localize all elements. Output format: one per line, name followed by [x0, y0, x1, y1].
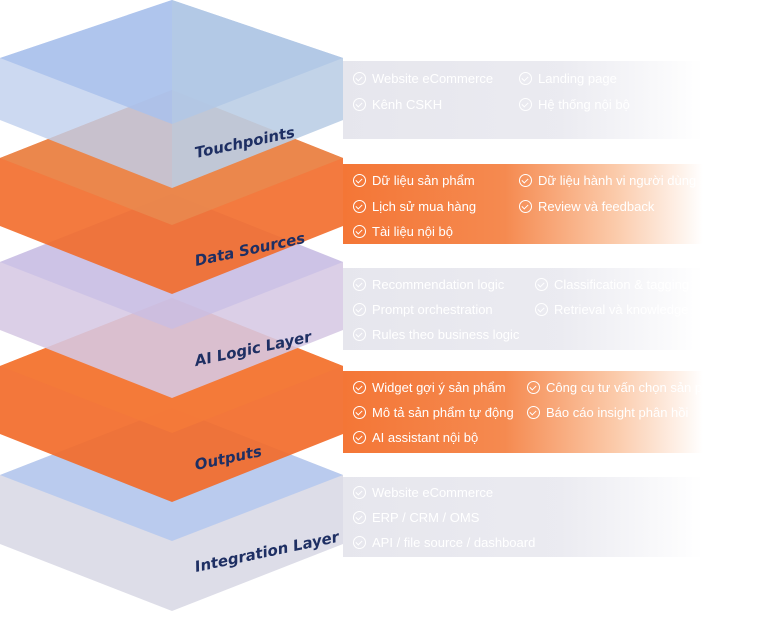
- check-circle-icon: [353, 536, 366, 549]
- check-circle-icon: [535, 303, 548, 316]
- list-item: API / file source / dashboard: [353, 535, 535, 550]
- check-circle-icon: [353, 511, 366, 524]
- list-item: Tài liệu nội bộ: [353, 224, 453, 239]
- ai-logic-panel: Recommendation logic Classification & ta…: [343, 268, 703, 350]
- list-item: Rules theo business logic: [353, 327, 519, 342]
- check-circle-icon: [353, 406, 366, 419]
- check-circle-icon: [527, 381, 540, 394]
- list-item: Retrieval và knowledge: [535, 302, 688, 317]
- check-circle-icon: [519, 174, 532, 187]
- list-item: Lịch sử mua hàng: [353, 199, 476, 214]
- check-circle-icon: [527, 406, 540, 419]
- check-circle-icon: [353, 200, 366, 213]
- check-circle-icon: [353, 72, 366, 85]
- check-circle-icon: [353, 303, 366, 316]
- list-item: Widget gợi ý sản phẩm: [353, 380, 506, 395]
- list-item: Hệ thống nội bộ: [519, 97, 630, 112]
- check-circle-icon: [353, 278, 366, 291]
- list-item: Website eCommerce: [353, 71, 493, 86]
- list-item: Prompt orchestration: [353, 302, 493, 317]
- list-item: Công cụ tư vấn chọn sản phẩm: [527, 380, 727, 395]
- data-sources-panel: Dữ liệu sản phẩm Dữ liệu hành vi người d…: [343, 164, 703, 244]
- list-item: Landing page: [519, 71, 617, 86]
- check-circle-icon: [353, 431, 366, 444]
- touchpoints-panel: Website eCommerce Landing page Kênh CSKH…: [343, 61, 703, 139]
- list-item: AI assistant nội bộ: [353, 430, 478, 445]
- check-circle-icon: [353, 98, 366, 111]
- list-item: Website eCommerce: [353, 485, 493, 500]
- integration-panel: Website eCommerce ERP / CRM / OMS API / …: [343, 477, 703, 557]
- list-item: Dữ liệu hành vi người dùng: [519, 173, 696, 188]
- check-circle-icon: [519, 200, 532, 213]
- check-circle-icon: [353, 486, 366, 499]
- list-item: Recommendation logic: [353, 277, 504, 292]
- list-item: Báo cáo insight phân hồi: [527, 405, 688, 420]
- check-circle-icon: [353, 225, 366, 238]
- check-circle-icon: [519, 98, 532, 111]
- list-item: Mô tả sản phẩm tự động: [353, 405, 514, 420]
- check-circle-icon: [353, 328, 366, 341]
- outputs-panel: Widget gợi ý sản phẩm Công cụ tư vấn chọ…: [343, 371, 727, 453]
- list-item: Dữ liệu sản phẩm: [353, 173, 475, 188]
- list-item: Kênh CSKH: [353, 97, 442, 112]
- check-circle-icon: [519, 72, 532, 85]
- touchpoints-layer-shape: [0, 0, 343, 188]
- check-circle-icon: [353, 381, 366, 394]
- list-item: Classification & tagging: [535, 277, 689, 292]
- check-circle-icon: [353, 174, 366, 187]
- check-circle-icon: [535, 278, 548, 291]
- list-item: Review và feedback: [519, 199, 654, 214]
- list-item: ERP / CRM / OMS: [353, 510, 479, 525]
